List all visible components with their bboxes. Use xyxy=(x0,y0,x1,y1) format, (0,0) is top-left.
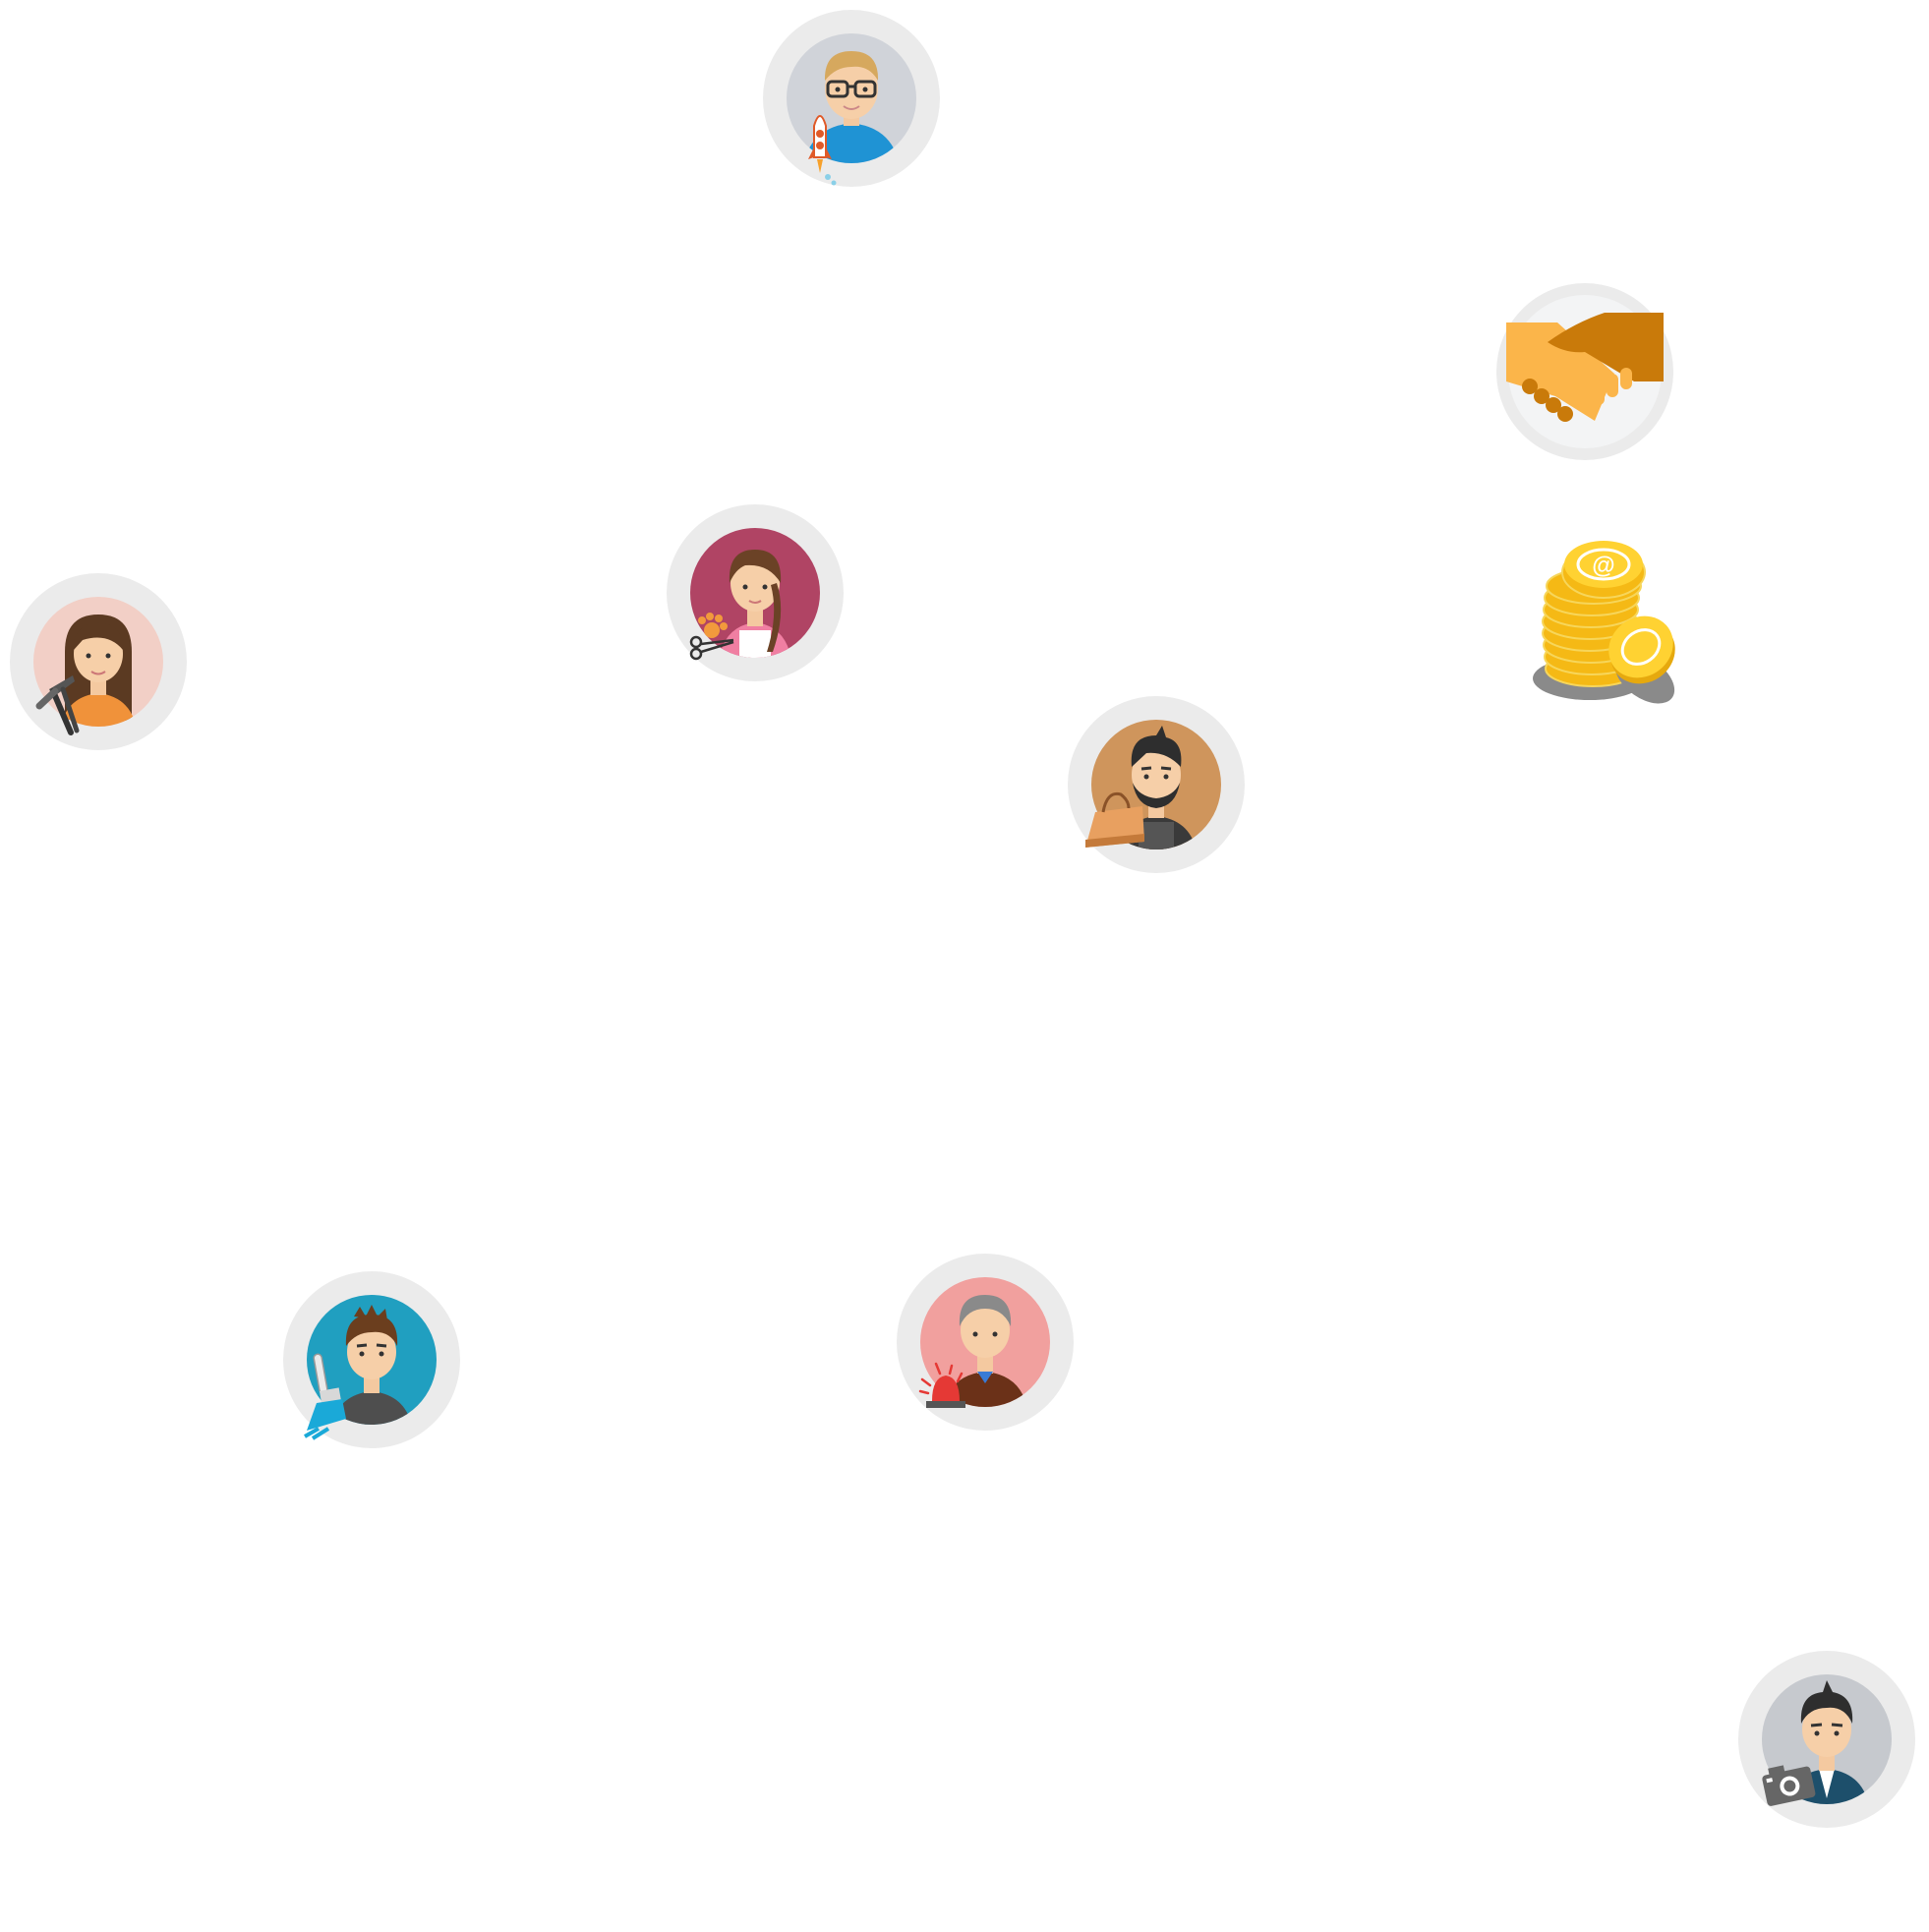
coin-symbol: @ xyxy=(1592,553,1614,579)
siren-icon xyxy=(918,1362,965,1408)
security-guard-avatar[interactable] xyxy=(897,1254,1074,1431)
photographer-avatar[interactable] xyxy=(1738,1651,1915,1828)
developer-avatar[interactable] xyxy=(763,10,940,187)
painter-avatar[interactable] xyxy=(283,1271,460,1448)
paintbrush-icon xyxy=(304,1353,346,1440)
pet-groomer-avatar[interactable] xyxy=(667,504,844,681)
rocket-icon xyxy=(808,115,837,186)
paw-scissors-icon xyxy=(689,613,734,661)
makeup-brushes-icon xyxy=(35,675,80,735)
coin-stack-icon: @ xyxy=(1529,531,1686,704)
handshake-icon xyxy=(1506,313,1664,422)
makeup-artist-avatar[interactable] xyxy=(10,573,187,750)
camera-icon xyxy=(1762,1765,1816,1806)
leather-craftsman-avatar[interactable] xyxy=(1068,696,1245,873)
handshake-deal-badge[interactable] xyxy=(1496,283,1673,460)
handbag-icon xyxy=(1085,791,1144,848)
